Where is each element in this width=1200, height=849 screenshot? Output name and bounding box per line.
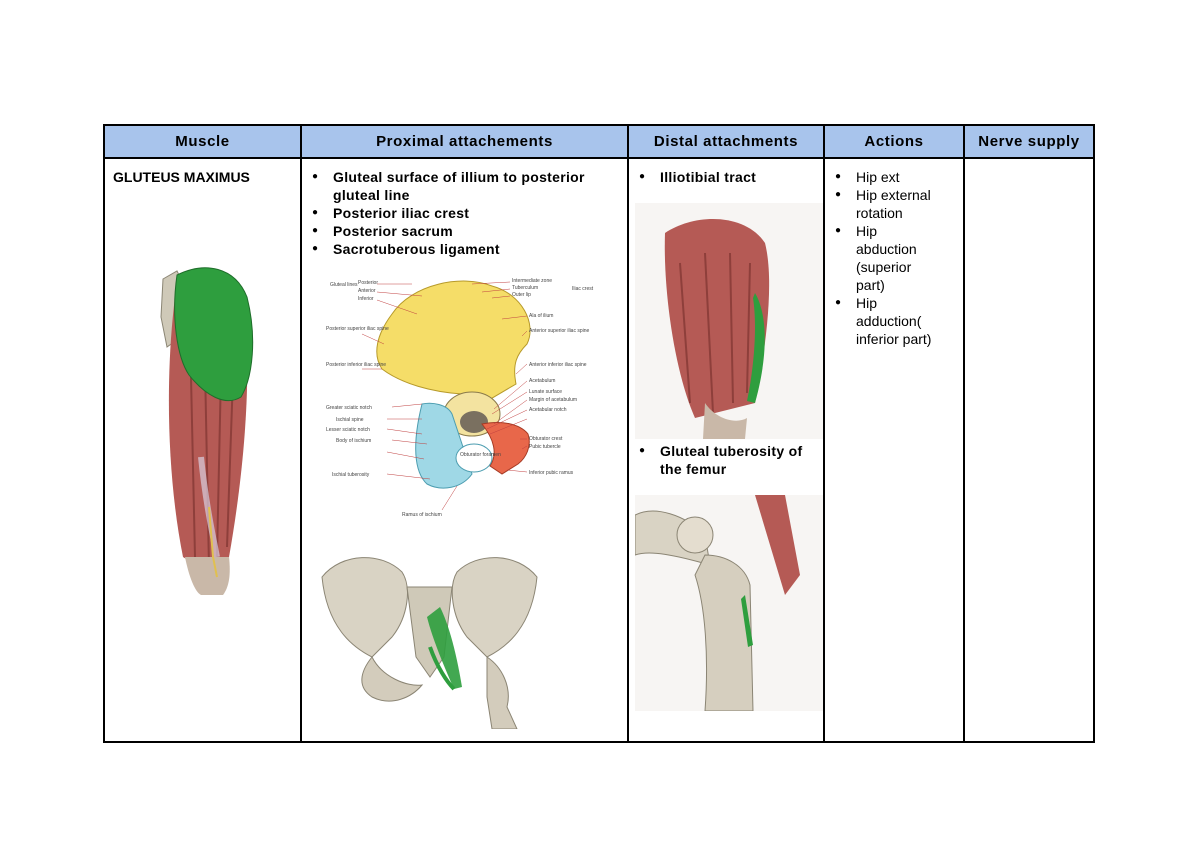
list-item: Hip external rotation	[830, 186, 940, 222]
header-nerve: Nerve supply	[963, 124, 1095, 159]
label-intermediate-zone: Intermediate zone	[512, 278, 552, 284]
label-body-ischium: Body of ischium	[336, 438, 371, 444]
label-inferior: Inferior	[358, 296, 374, 302]
label-obturator-foramen: Obturator foramen	[460, 452, 501, 458]
header-row: Muscle Proximal attachements Distal atta…	[103, 124, 1095, 159]
list-item: Illiotibial tract	[634, 168, 819, 186]
gluteal-tuberosity-image	[635, 495, 823, 711]
proximal-list: Gluteal surface of illium to posterior g…	[307, 168, 607, 258]
table-row: GLUTEUS MAXIMUS	[103, 157, 1095, 743]
actions-list: Hip ext Hip external rotation Hip abduct…	[830, 168, 940, 348]
list-item: Posterior iliac crest	[307, 204, 607, 222]
list-item: Hip abduction (superior part)	[830, 222, 940, 294]
gluteus-maximus-posterior-image	[105, 257, 300, 597]
label-ala-ilium: Ala of ilium	[529, 313, 553, 319]
label-lesser-sciatic-notch: Lesser sciatic notch	[326, 427, 370, 433]
list-item: Hip ext	[830, 168, 940, 186]
list-item: Gluteal surface of illium to posterior g…	[307, 168, 607, 204]
label-asis: Anterior superior iliac spine	[529, 328, 590, 334]
muscle-table: Muscle Proximal attachements Distal atta…	[103, 124, 1095, 743]
list-item: Posterior sacrum	[307, 222, 607, 240]
distal-cell: Illiotibial tract Gluteal tuberosity of …	[627, 157, 825, 743]
distal-list-2: Gluteal tuberosity of the femur	[634, 442, 804, 478]
hip-bone-diagram: Gluteal lines Posterior Anterior Inferio…	[326, 278, 594, 518]
list-item: Sacrotuberous ligament	[307, 240, 607, 258]
label-obturator-crest: Obturator crest	[529, 436, 563, 442]
label-margin-acetabulum: Margin of acetabulum	[529, 397, 577, 403]
label-iliac-crest: Iliac crest	[572, 286, 594, 292]
label-anterior: Anterior	[358, 288, 376, 294]
label-ischial-tuberosity: Ischial tuberosity	[332, 472, 370, 478]
nerve-supply-cell	[963, 157, 1095, 743]
label-outer-lip: Outer lip	[512, 292, 531, 298]
label-tuberculum: Tuberculum	[512, 285, 538, 291]
label-acetabular-notch: Acetabular notch	[529, 407, 567, 413]
label-piis: Posterior inferior iliac spine	[326, 362, 386, 368]
label-posterior: Posterior	[358, 280, 378, 286]
list-item: Hip adduction( inferior part)	[830, 294, 940, 348]
label-acetabulum: Acetabulum	[529, 378, 555, 384]
iliotibial-tract-image	[635, 203, 823, 439]
label-ramus-ischium: Ramus of ischium	[402, 512, 442, 518]
actions-cell: Hip ext Hip external rotation Hip abduct…	[823, 157, 965, 743]
header-distal: Distal attachments	[627, 124, 825, 159]
pelvis-sacrotuberous-image	[321, 557, 538, 729]
header-actions: Actions	[823, 124, 965, 159]
muscle-name: GLUTEUS MAXIMUS	[113, 169, 250, 185]
label-aiis: Anterior inferior iliac spine	[529, 362, 587, 368]
label-ischial-spine: Ischial spine	[336, 417, 364, 423]
muscle-cell: GLUTEUS MAXIMUS	[103, 157, 302, 743]
label-pubic-tubercle: Pubic tubercle	[529, 444, 561, 450]
label-greater-sciatic-notch: Greater sciatic notch	[326, 405, 372, 411]
label-psis: Posterior superior iliac spine	[326, 326, 389, 332]
header-proximal: Proximal attachements	[300, 124, 629, 159]
list-item: Gluteal tuberosity of the femur	[634, 442, 804, 478]
header-muscle: Muscle	[103, 124, 302, 159]
proximal-cell: Gluteal surface of illium to posterior g…	[300, 157, 629, 743]
label-lunate-surface: Lunate surface	[529, 389, 562, 395]
label-gluteal-lines: Gluteal lines	[330, 282, 358, 288]
label-inferior-pubic-ramus: Inferior pubic ramus	[529, 470, 574, 476]
distal-list-1: Illiotibial tract	[634, 168, 819, 186]
nerve-supply-value	[965, 159, 1093, 741]
